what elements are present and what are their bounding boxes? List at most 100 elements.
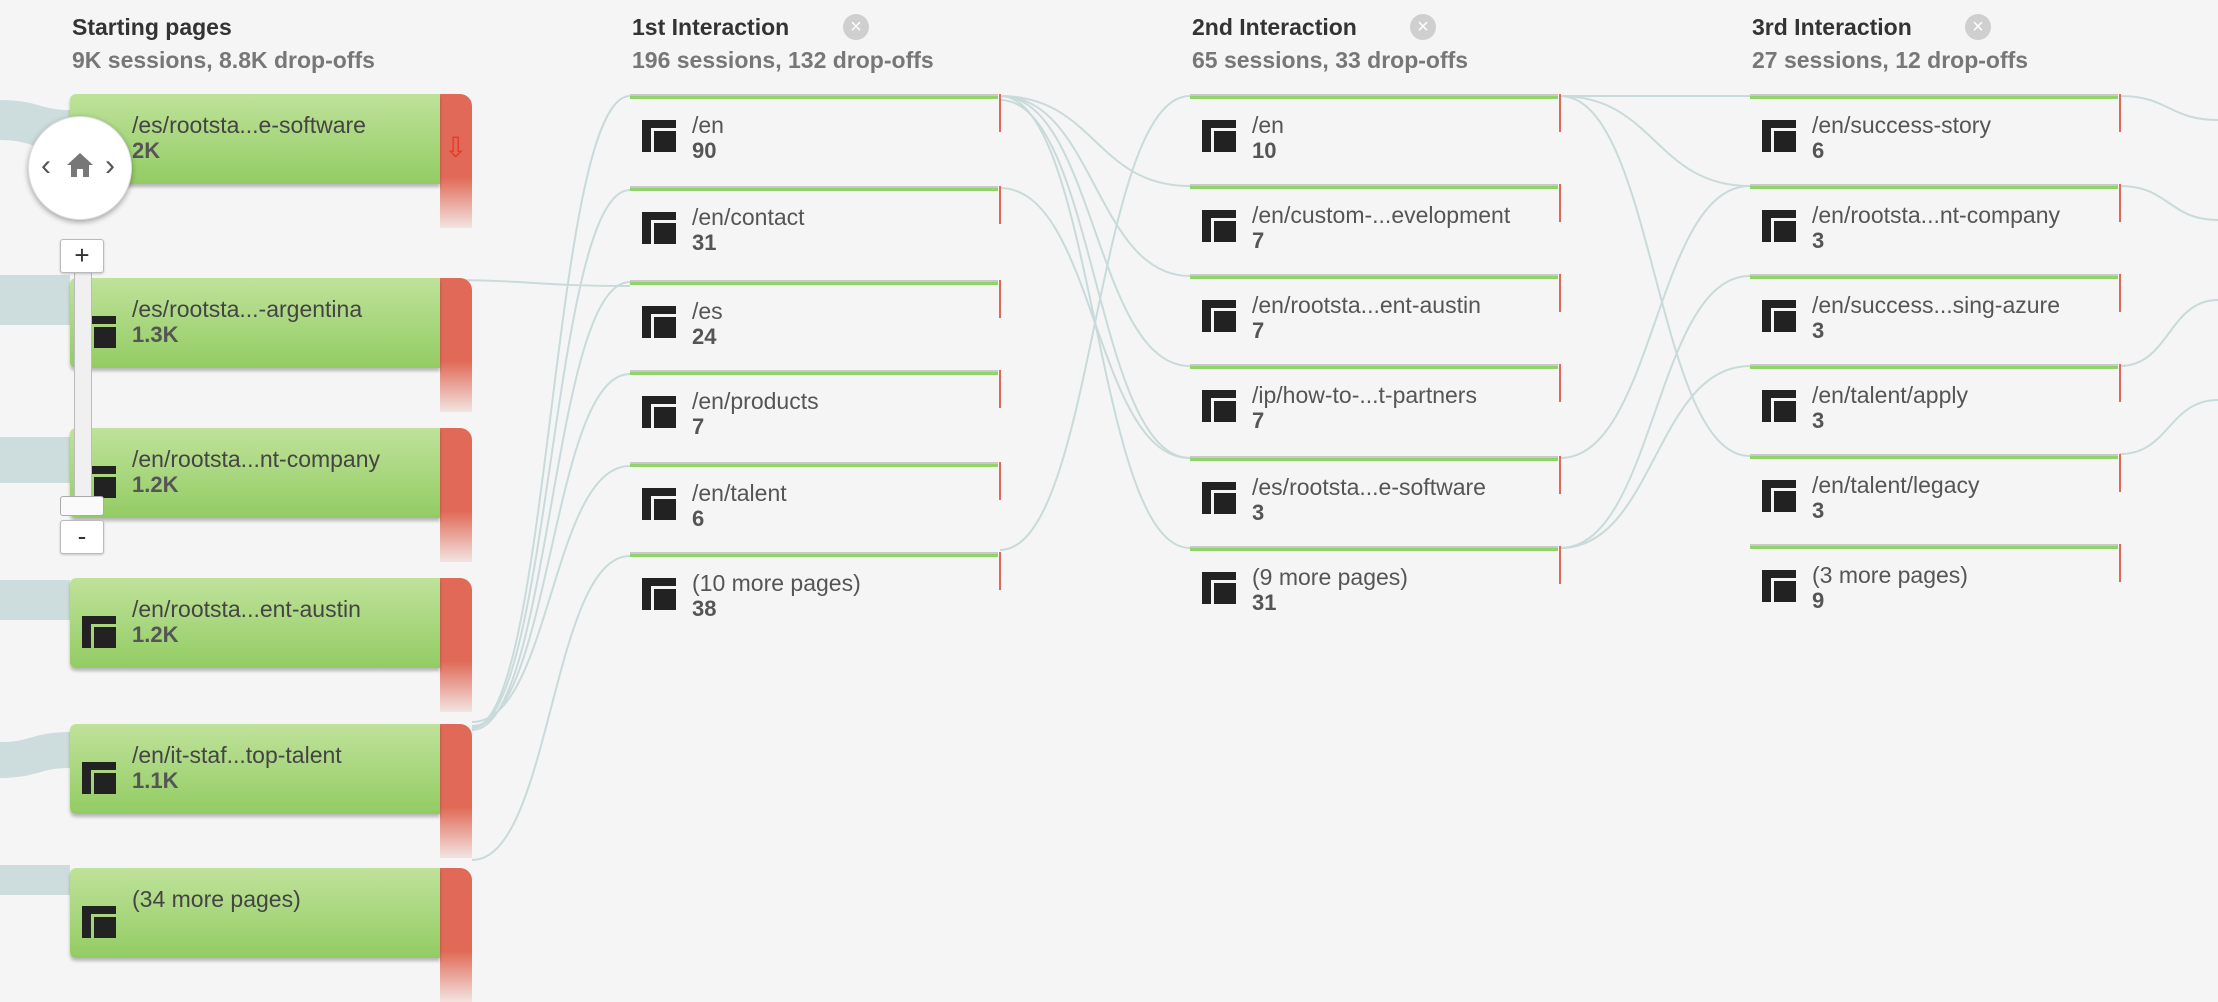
- page-icon: [1762, 570, 1796, 602]
- traffic-bar: [630, 186, 998, 191]
- flow-path: [471, 555, 631, 861]
- traffic-bar: [1750, 544, 2118, 549]
- page-icon: [1762, 120, 1796, 152]
- drop-off-marker: [999, 462, 1001, 500]
- column-summary: 196 sessions, 132 drop-offs: [632, 47, 934, 73]
- session-count: 2K: [132, 138, 161, 163]
- zoom-out-button[interactable]: -: [60, 520, 104, 554]
- page-icon: [642, 212, 676, 244]
- page-label: /en/talent: [692, 480, 787, 506]
- page-icon: [642, 306, 676, 338]
- zoom-in-button[interactable]: +: [60, 239, 104, 273]
- starting-pages-header: Starting pages 9K sessions, 8.8K drop-of…: [72, 12, 375, 75]
- traffic-bar: [1190, 274, 1558, 279]
- drop-off-marker: [2119, 184, 2121, 222]
- flow-path: [999, 95, 1191, 551]
- traffic-bar: [630, 370, 998, 375]
- session-count: 6: [1812, 138, 1825, 163]
- first-interaction-header: 1st Interaction 196 sessions, 132 drop-o…: [632, 12, 934, 75]
- traffic-bar: [1750, 274, 2118, 279]
- pan-left-icon[interactable]: ‹: [41, 149, 51, 182]
- page-icon-wrap: [1202, 390, 1236, 427]
- page-label: (3 more pages): [1812, 562, 1968, 588]
- third-interaction-node[interactable]: (3 more pages)9: [1750, 544, 2121, 630]
- remove-column-icon[interactable]: ×: [1410, 14, 1436, 40]
- page-label: (9 more pages): [1252, 564, 1408, 590]
- drop-off-marker: [1559, 546, 1561, 584]
- drop-off-bar[interactable]: [440, 94, 472, 228]
- zoom-slider-track[interactable]: [74, 268, 92, 510]
- page-icon-wrap: [642, 306, 676, 343]
- zoom-slider-handle[interactable]: [60, 496, 104, 516]
- flow-path: [1559, 365, 1751, 549]
- flow-path: [2119, 399, 2218, 455]
- drop-off-bar[interactable]: [440, 724, 472, 858]
- drop-off-bar[interactable]: [440, 428, 472, 562]
- starting-page-node[interactable]: (34 more pages): [70, 868, 440, 958]
- navigator-control[interactable]: ‹ ›: [28, 116, 132, 220]
- page-icon-wrap: [1762, 480, 1796, 517]
- page-icon-wrap: [1202, 120, 1236, 157]
- column-title: 1st Interaction: [632, 14, 790, 40]
- page-icon-wrap: [1762, 120, 1796, 157]
- page-icon: [642, 488, 676, 520]
- drop-off-marker: [999, 186, 1001, 224]
- column-summary: 27 sessions, 12 drop-offs: [1752, 47, 2029, 73]
- page-icon-wrap: [82, 762, 116, 799]
- first-interaction-node[interactable]: (10 more pages)38: [630, 552, 1001, 638]
- flow-path: [999, 95, 1191, 367]
- session-count: 3: [1812, 498, 1825, 523]
- traffic-bar: [630, 552, 998, 557]
- session-count: 9: [1812, 588, 1825, 613]
- traffic-bar: [1750, 184, 2118, 189]
- drop-off-marker: [999, 552, 1001, 590]
- flow-path: [471, 281, 631, 731]
- second-interaction-node[interactable]: (9 more pages)31: [1190, 546, 1561, 632]
- page-icon: [1762, 300, 1796, 332]
- page-icon: [1202, 300, 1236, 332]
- page-icon-wrap: [642, 578, 676, 615]
- column-title: Starting pages: [72, 14, 232, 40]
- drop-off-marker: [999, 280, 1001, 318]
- second-interaction-header: 2nd Interaction 65 sessions, 33 drop-off…: [1192, 12, 1468, 75]
- session-count: 3: [1812, 318, 1825, 343]
- pan-right-icon[interactable]: ›: [105, 149, 115, 182]
- traffic-bar: [1190, 364, 1558, 369]
- page-icon-wrap: [82, 616, 116, 653]
- drop-off-bar[interactable]: [440, 868, 472, 1002]
- home-icon[interactable]: [65, 151, 95, 179]
- session-count: 3: [1812, 408, 1825, 433]
- page-icon-wrap: [1762, 210, 1796, 247]
- remove-column-icon[interactable]: ×: [1965, 14, 1991, 40]
- session-count: 1.3K: [132, 322, 179, 347]
- page-icon: [1202, 120, 1236, 152]
- flow-path: [1559, 95, 1751, 187]
- drop-off-bar[interactable]: [440, 578, 472, 712]
- page-icon-wrap: [1202, 482, 1236, 519]
- page-label: /en: [1252, 112, 1284, 138]
- remove-column-icon[interactable]: ×: [843, 14, 869, 40]
- drop-off-arrow-icon: ⇩: [444, 132, 468, 163]
- drop-off-bar[interactable]: [440, 278, 472, 412]
- page-icon-wrap: [642, 396, 676, 433]
- flow-connections: [0, 94, 2218, 896]
